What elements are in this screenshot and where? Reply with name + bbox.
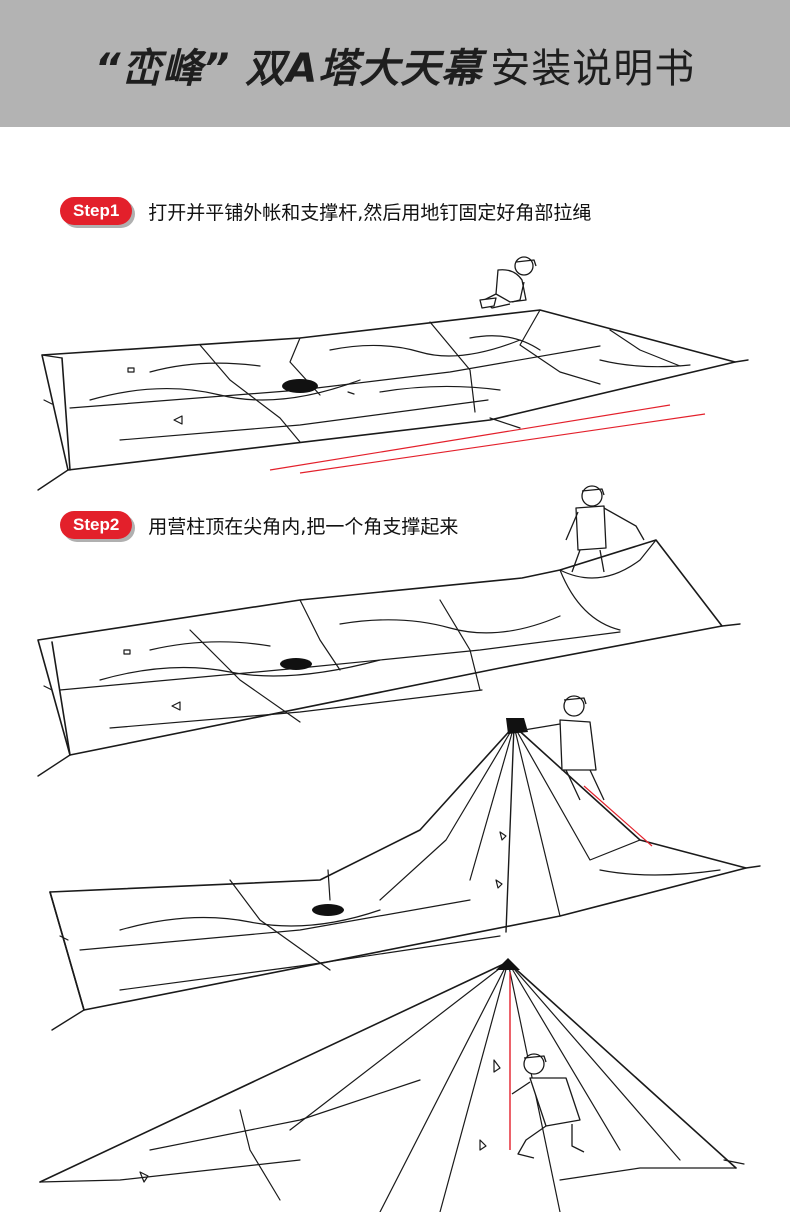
person-holding-pole-icon <box>523 695 605 801</box>
step-2-badge: Step2 <box>60 511 133 539</box>
apex-cap-icon <box>496 958 520 970</box>
illustration-flat-tarp <box>37 309 749 491</box>
step-2: Step2 用营柱顶在尖角内,把一个角支撑起来 <box>60 510 458 540</box>
guyline-red-1 <box>269 404 706 474</box>
page-title: “峦峰” 双A塔大天幕安装说明书 <box>0 36 790 94</box>
pole-tip-icon <box>506 718 528 734</box>
header-bar: “峦峰” 双A塔大天幕安装说明书 <box>0 0 790 127</box>
stuff-sack-icon <box>282 379 318 393</box>
person-kneeling-icon <box>511 1053 585 1159</box>
step-1: Step1 打开并平铺外帐和支撑杆,然后用地钉固定好角部拉绳 <box>60 196 591 226</box>
stuff-sack-icon-2 <box>280 658 312 670</box>
illustration-lift-corner <box>37 539 741 777</box>
step-2-text: 用营柱顶在尖角内,把一个角支撑起来 <box>148 515 459 538</box>
guyline-red-2 <box>583 785 653 847</box>
step-1-text: 打开并平铺外帐和支撑杆,然后用地钉固定好角部拉绳 <box>148 201 592 224</box>
illustration-pole-raised <box>49 725 761 1031</box>
step-1-badge: Step1 <box>60 197 133 225</box>
title-suffix: 安装说明书 <box>490 46 696 92</box>
title-brand: “峦峰” 双A塔大天幕 <box>94 46 483 92</box>
illustration-pitched-tarp <box>39 961 745 1212</box>
person-crouching-icon <box>479 256 537 309</box>
stuff-sack-icon-3 <box>312 904 344 916</box>
person-lifting-icon <box>565 485 645 573</box>
